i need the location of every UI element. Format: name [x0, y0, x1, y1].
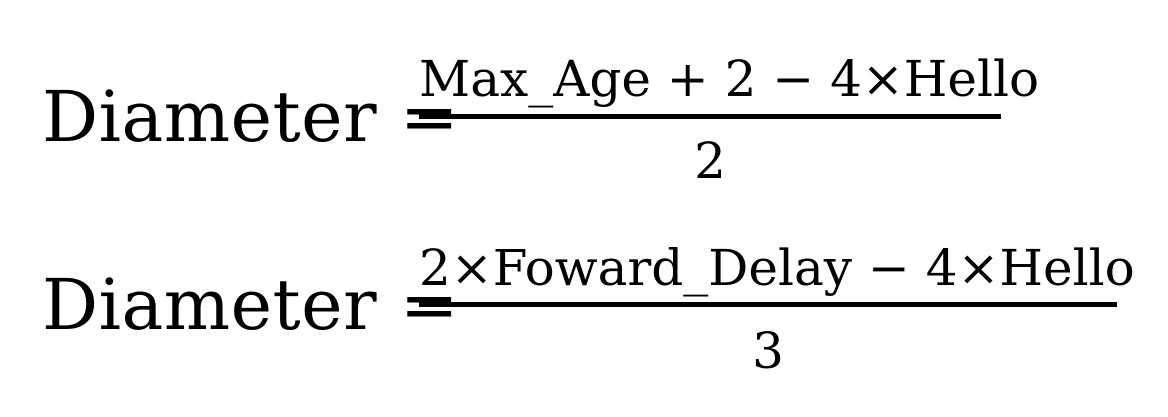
equation-lhs: Diameter =: [42, 264, 459, 346]
equation-lhs: Diameter =: [42, 76, 459, 158]
numerator: Max_Age + 2 − 4×Hello: [419, 50, 1040, 108]
denominator: 3: [752, 322, 784, 380]
fraction-bar: [419, 302, 1117, 307]
fraction-bar: [419, 114, 1001, 119]
numerator: 2×Foward_Delay − 4×Hello: [419, 239, 1135, 297]
denominator: 2: [694, 132, 726, 190]
